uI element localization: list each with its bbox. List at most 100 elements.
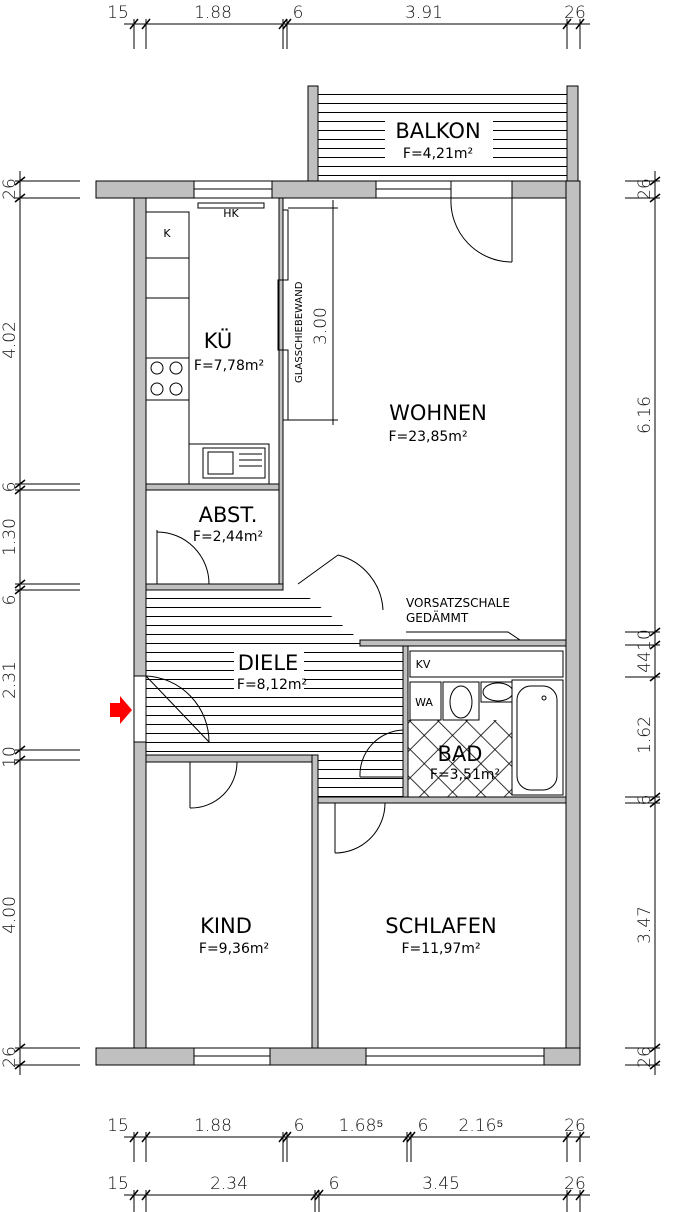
dimension-tick — [14, 1043, 26, 1053]
kitchen-counter — [146, 202, 270, 484]
room-area-bad: F=3,51m² — [430, 767, 500, 783]
washbasin-icon — [480, 681, 515, 703]
room-area-kind: F=9,36m² — [199, 941, 269, 957]
dimension-tick — [14, 479, 26, 489]
dimension-label: 2.31 — [0, 661, 20, 699]
room-area-diele: F=8,12m² — [237, 677, 307, 693]
dimension-tick — [129, 1131, 139, 1143]
dimension-tick — [649, 627, 661, 637]
dimension-tick — [562, 1131, 572, 1143]
dimension-label: 6 — [418, 1116, 429, 1136]
room-name-bad: BAD — [438, 742, 483, 766]
room-name-kueche: KÜ — [204, 328, 233, 353]
doors — [145, 197, 513, 854]
dimension-tick — [129, 1189, 139, 1201]
dimension-tick — [14, 579, 26, 589]
washing-machine-wa — [409, 681, 442, 721]
dimension-tick — [141, 1131, 151, 1143]
dimension-tick — [649, 792, 661, 802]
bath-floor — [407, 720, 512, 797]
dimension-label: 6.16 — [635, 396, 655, 434]
dimension-tick — [575, 1131, 585, 1143]
dimension-label: 4.02 — [0, 321, 20, 359]
dimension-label: 1.68⁵ — [339, 1116, 384, 1136]
dimension-tick — [141, 18, 151, 30]
label-vorsatzschale: VORSATZSCHALE — [406, 596, 510, 610]
dimension-label: 26 — [564, 3, 586, 23]
dimension-label: 6 — [294, 1116, 305, 1136]
dimension-tick — [649, 672, 661, 682]
dimension-tick — [406, 1131, 416, 1143]
dimension-label: 15 — [107, 1116, 129, 1136]
dimension-label: 6 — [293, 3, 304, 23]
room-name-diele: DIELE — [238, 651, 299, 675]
room-name-schlafen: SCHLAFEN — [385, 914, 496, 938]
room-area-schlafen: F=11,97m² — [401, 941, 480, 957]
bathtub-icon — [511, 679, 564, 796]
dimension-label: 15 — [107, 1174, 129, 1194]
dimension-tick — [141, 1189, 151, 1201]
dimension-label: 3.45 — [422, 1174, 460, 1194]
room-name-abstell: ABST. — [199, 503, 258, 527]
room-name-balkon: BALKON — [395, 119, 480, 143]
dimension-tick — [14, 755, 26, 765]
dimension-label: 6 — [0, 595, 20, 606]
dimension-label: 1.30 — [0, 518, 20, 556]
label-k: K — [163, 227, 171, 240]
dimension-label: 1.88 — [194, 1116, 232, 1136]
leader-line — [406, 631, 521, 641]
dimension-label: 2.16⁵ — [459, 1116, 504, 1136]
label-glasschiebewand: GLASSCHIEBEWAND — [294, 281, 305, 383]
dimension-label: 6 — [0, 482, 20, 493]
room-area-abstell: F=2,44m² — [193, 529, 263, 545]
dimension-tick — [562, 18, 572, 30]
dimension-label: 4.00 — [0, 896, 20, 934]
dimension-tick — [14, 585, 26, 595]
dimension-tick — [14, 1060, 26, 1070]
dimension-tick — [402, 1131, 412, 1143]
dimension-label: 10 — [0, 746, 20, 768]
dimension-tick — [649, 1060, 661, 1070]
room-area-balkon: F=4,21m² — [403, 146, 473, 162]
dimension-label: 44 — [635, 651, 655, 673]
entrance-arrow-icon — [110, 696, 132, 724]
dimension-label: 26 — [564, 1116, 586, 1136]
label-gedaemmt: GEDÄMMT — [406, 610, 469, 625]
windows — [133, 180, 545, 1066]
dimension-label: 26 — [0, 1046, 20, 1068]
dimension-tick — [649, 176, 661, 186]
dimension-tick — [575, 1189, 585, 1201]
dimension-tick — [129, 18, 139, 30]
dimension-label: 26 — [0, 178, 20, 200]
toilet-icon — [442, 681, 480, 721]
label-hk: HK — [223, 207, 239, 220]
dimension-tick — [310, 1189, 320, 1201]
label-glass-dim: 3.00 — [311, 307, 331, 345]
dimension-tick — [14, 176, 26, 186]
dimension-tick — [282, 1131, 292, 1143]
sink-icon — [202, 447, 266, 479]
dimension-tick — [278, 1131, 288, 1143]
dimension-label: 6 — [635, 795, 655, 806]
dimension-tick — [14, 193, 26, 203]
dimension-label: 1.62 — [635, 716, 655, 754]
hall-floor — [146, 590, 405, 797]
dimension-tick — [649, 193, 661, 203]
dimension-label: 26 — [635, 178, 655, 200]
room-area-kueche: F=7,78m² — [194, 358, 264, 374]
dimension-label: 3.47 — [635, 906, 655, 944]
room-area-wohnen: F=23,85m² — [388, 429, 467, 445]
room-name-wohnen: WOHNEN — [389, 401, 487, 425]
label-wa: WA — [415, 696, 433, 709]
dimension-tick — [649, 798, 661, 808]
stove-icon — [150, 361, 183, 396]
dimension-tick — [575, 18, 585, 30]
dimension-label: 26 — [564, 1174, 586, 1194]
dimension-label: 3.91 — [405, 3, 443, 23]
dimension-tick — [314, 1189, 324, 1201]
dimension-label: 2.34 — [210, 1174, 248, 1194]
glass-sliding-wall — [277, 200, 338, 425]
dimension-label: 26 — [635, 1046, 655, 1068]
